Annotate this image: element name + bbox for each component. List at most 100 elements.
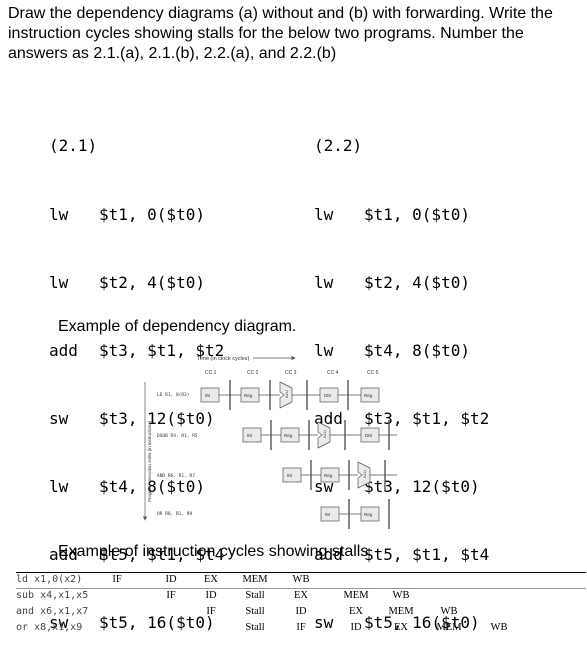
code-line: lw $t2, 4($t0): [49, 272, 224, 295]
stage-cell: EX: [294, 590, 308, 601]
stage-label: Reg: [364, 512, 373, 517]
diagram-instruction: OR R8, R1, R9: [157, 511, 193, 517]
opcode: add: [49, 340, 78, 360]
stage-cell: ID: [295, 606, 307, 617]
code-line: sw $t5, 16($t0): [49, 612, 224, 635]
im-stage: [320, 506, 340, 522]
im-stage: [282, 467, 302, 483]
code-line: sw $t3, 12($t0): [49, 408, 224, 431]
operands: $t4, 8($t0): [99, 476, 205, 496]
table-row: or x8,x1,x9 Stall IF ID EX MEM WB: [8, 620, 587, 636]
stage-label: ALU: [362, 470, 367, 478]
stage-cell: ID: [165, 574, 177, 585]
operands: $t4, 8($t0): [364, 340, 470, 360]
stage-cell: MEM: [242, 574, 268, 585]
operands: $t3, $t1, $t2: [364, 408, 490, 428]
opcode: sw: [314, 613, 334, 633]
im-stage: [242, 427, 262, 443]
opcode: lw: [314, 204, 334, 224]
operands: $t2, 4($t0): [99, 272, 205, 292]
operands: $t1, 0($t0): [364, 204, 470, 224]
diagram-instruction: LD R1, 0(R2): [157, 392, 190, 398]
opcode: lw: [49, 272, 69, 292]
opcode: lw: [49, 204, 69, 224]
stage-label: Reg: [284, 433, 293, 438]
dependency-diagram-heading: Example of dependency diagram.: [58, 318, 297, 335]
pipeline-row: [282, 460, 397, 490]
opcode: lw: [49, 476, 69, 496]
code-line: add $t3, $t1, $t2: [49, 340, 224, 363]
program-2-2: (2.2) lw $t1, 0($t0) lw$t2, 4($t0) lw $t4,…: [314, 90, 489, 657]
operands: $t3, $t1, $t2: [99, 340, 225, 360]
stage-label: DM: [365, 433, 372, 438]
stall-example-heading: Example of instruction cycles showing st…: [58, 543, 369, 560]
stage-label: IM: [205, 393, 210, 398]
opcode: add: [49, 544, 78, 564]
order-axis-label: Program execution order (in instructions…: [147, 420, 152, 502]
opcode: sw: [49, 408, 69, 428]
stage-cell: MEM: [436, 622, 462, 633]
code-line: lw $t1, 0($t0): [314, 204, 489, 227]
stage-cell: WB: [292, 574, 310, 585]
stage-cell: MEM: [343, 590, 369, 601]
stage-label: Reg: [364, 393, 373, 398]
stage-label: IM: [287, 473, 292, 478]
code-line: lw $t4, 8($t0): [314, 340, 489, 363]
operands: $t5, 16($t0): [99, 613, 215, 633]
stage-cell: ID: [350, 622, 362, 633]
stage-label: Reg: [324, 473, 333, 478]
diagram-instruction: AND R6, R1, R7: [157, 473, 195, 479]
operands: $t3, 12($t0): [364, 476, 480, 496]
opcode: sw: [49, 613, 69, 633]
cycle-label: CC 5: [367, 370, 379, 376]
operands: $t5, 16($t0): [364, 613, 480, 633]
row-instruction: ld x1,0(x2): [16, 574, 83, 585]
alu-stage: [357, 461, 371, 489]
stage-cell: Stall: [245, 590, 265, 601]
stage-cell: WB: [490, 622, 508, 633]
opcode: lw: [314, 340, 334, 360]
program-label: (2.1): [49, 136, 98, 156]
stage-cell: ID: [205, 590, 217, 601]
stall-table: ld x1,0(x2) IF ID EX MEM WB sub x4,x1,x5…: [8, 572, 587, 636]
alu-stage: [279, 381, 293, 409]
stage-cell: WB: [440, 606, 458, 617]
operands: $t2, 4($t0): [364, 272, 470, 292]
stage-label: ALU: [322, 430, 327, 438]
table-rule: [16, 588, 586, 589]
stage-cell: IF: [112, 574, 122, 585]
stage-cell: IF: [206, 606, 216, 617]
cycle-label: CC 4: [327, 370, 339, 376]
program-2-1: (2.1) lw $t1, 0($t0) lw $t2, 4($t0) add $t3…: [49, 90, 224, 657]
row-instruction: or x8,x1,x9: [16, 622, 83, 633]
operands: $t1, 0($t0): [99, 204, 205, 224]
code-line: add $t5, $t1, $t4: [314, 544, 489, 567]
stage-cell: EX: [204, 574, 218, 585]
code-line: sw $t5, 16($t0): [314, 612, 489, 635]
opcode: add: [314, 408, 343, 428]
stage-cell: EX: [394, 622, 408, 633]
operands: $t5, $t1, $t4: [364, 544, 490, 564]
stage-cell: MEM: [388, 606, 414, 617]
time-axis-label: Time (in clock cycles): [197, 356, 250, 362]
opcode: add: [314, 544, 343, 564]
code-line: lw$t2, 4($t0): [314, 272, 489, 295]
operands: $t5, $t1, $t4: [99, 544, 225, 564]
diagram-instruction: DSUB R4, R1, R5: [157, 433, 198, 439]
program-label: (2.2): [314, 136, 363, 156]
code-line: add $t3, $t1, $t2: [314, 408, 489, 431]
im-stage: [200, 387, 220, 403]
pipeline-dependency-diagram: Time (in clock cycles) CC 1 CC 2 CC 3 CC…: [142, 355, 397, 529]
cycle-label: CC 3: [285, 370, 297, 376]
stage-label: DM: [324, 393, 331, 398]
cycle-label: CC 2: [247, 370, 259, 376]
stage-label: IM: [325, 512, 330, 517]
code-line: lw $t1, 0($t0): [49, 204, 224, 227]
stage-cell: Stall: [245, 622, 265, 633]
operands: $t3, 12($t0): [99, 408, 215, 428]
stage-cell: Stall: [245, 606, 265, 617]
stage-cell: IF: [166, 590, 176, 601]
stage-label: IM: [247, 433, 252, 438]
stage-label: Reg: [244, 393, 253, 398]
stage-cell: IF: [296, 622, 306, 633]
